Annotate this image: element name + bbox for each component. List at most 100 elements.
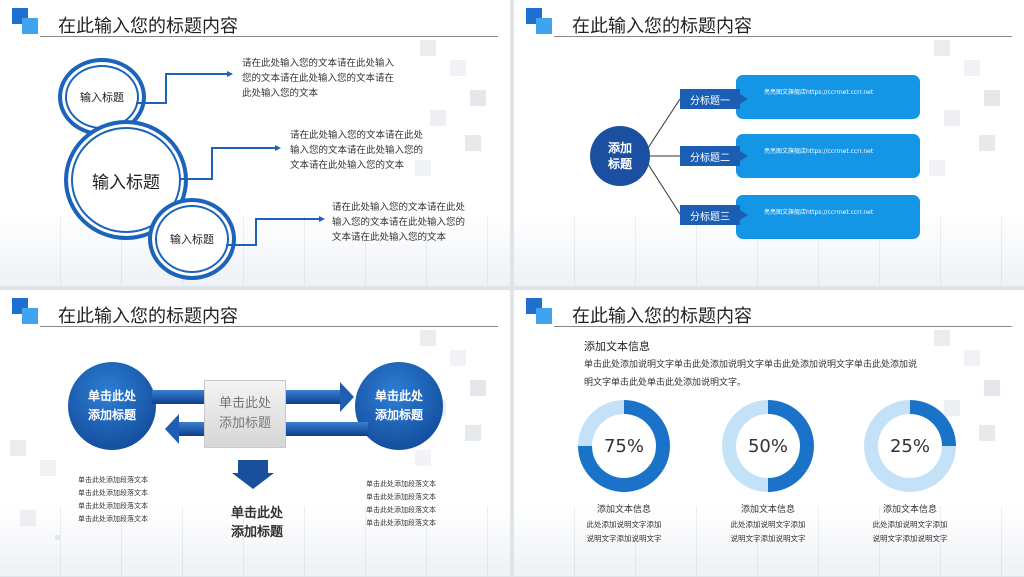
donut-chart-75[interactable]: 75% bbox=[578, 400, 670, 492]
connector-line bbox=[226, 244, 256, 246]
tile-decoration bbox=[0, 440, 60, 540]
tile-decoration bbox=[924, 40, 1014, 190]
subtitle-tag-1[interactable]: 分标题一 bbox=[680, 89, 748, 109]
text-block-1[interactable]: 请在此处输入您的文本请在此处输入 您的文本请在此处输入您的文本请在 此处输入您的… bbox=[242, 56, 394, 101]
slide-title[interactable]: 在此输入您的标题内容 bbox=[58, 306, 238, 327]
circle-line: 单击此处 bbox=[374, 389, 423, 403]
logo-icon bbox=[12, 8, 38, 34]
text-block-2[interactable]: 请在此处输入您的文本请在此处 输入您的文本请在此处输入您的 文本请在此处输入您的… bbox=[290, 128, 423, 173]
logo-icon bbox=[526, 298, 552, 324]
title-divider bbox=[554, 36, 1012, 37]
desc-line: 此处添加说明文字添加 bbox=[872, 520, 948, 529]
subtitle-tag-2[interactable]: 分标题二 bbox=[680, 146, 748, 166]
slide-3[interactable]: 在此输入您的标题内容 单击此处添加标题 单击此处添加标题 单击此处添加标题 单击… bbox=[0, 290, 510, 576]
right-paragraph-list[interactable]: 单击此处添加段落文本 单击此处添加段落文本 单击此处添加段落文本 单击此处添加段… bbox=[366, 478, 436, 530]
floor-decoration bbox=[0, 506, 510, 576]
list-item: 单击此处添加段落文本 bbox=[366, 519, 436, 527]
down-arrow-icon bbox=[232, 473, 274, 489]
donut-description[interactable]: 此处添加说明文字添加 说明文字添加说明文字 bbox=[703, 518, 833, 546]
title-divider bbox=[554, 326, 1012, 327]
donut-caption[interactable]: 添加文本信息 bbox=[740, 505, 795, 515]
bottom-title[interactable]: 单击此处 添加标题 bbox=[222, 504, 292, 542]
slide-2[interactable]: 在此输入您的标题内容 添加标题 亮亮图文旗舰店https://ccrrnet.c… bbox=[514, 0, 1024, 286]
circle-line: 添加标题 bbox=[374, 408, 423, 422]
box-line: 添加标题 bbox=[218, 416, 271, 431]
paragraph-line: 单击此处添加说明文字单击此处添加说明文字单击此处添加说明文字单击此处添加说 bbox=[584, 360, 918, 370]
desc-line: 说明文字添加说明文字 bbox=[872, 534, 948, 543]
right-title-circle[interactable]: 单击此处添加标题 bbox=[355, 362, 443, 450]
donut-chart-50[interactable]: 50% bbox=[722, 400, 814, 492]
info-box-3[interactable]: 亮亮图文旗舰店https://ccrrnet.ccrr.net bbox=[736, 195, 920, 239]
paragraph-line: 明文字单击此处单击此处添加说明文字。 bbox=[584, 378, 747, 388]
down-arrow-bar bbox=[238, 460, 268, 474]
left-title-circle[interactable]: 单击此处添加标题 bbox=[68, 362, 156, 450]
info-box-1[interactable]: 亮亮图文旗舰店https://ccrrnet.ccrr.net bbox=[736, 75, 920, 119]
circle-label: 输入标题 bbox=[170, 233, 214, 246]
connector-line bbox=[211, 147, 275, 149]
connector-line bbox=[647, 98, 681, 149]
center-title-line: 添加 bbox=[607, 141, 632, 155]
list-item: 单击此处添加段落文本 bbox=[366, 493, 436, 501]
text-line: 此处输入您的文本 bbox=[242, 88, 319, 99]
circle-line: 添加标题 bbox=[87, 408, 136, 422]
info-box-2[interactable]: 亮亮图文旗舰店https://ccrrnet.ccrr.net bbox=[736, 134, 920, 178]
donut-caption[interactable]: 添加文本信息 bbox=[882, 505, 937, 515]
text-line: 您的文本请在此处输入您的文本请在 bbox=[242, 73, 395, 84]
list-item: 单击此处添加段落文本 bbox=[78, 515, 148, 523]
text-line: 文本请在此处输入您的文本 bbox=[332, 232, 447, 243]
text-block-3[interactable]: 请在此处输入您的文本请在此处 输入您的文本请在此处输入您的 文本请在此处输入您的… bbox=[332, 200, 465, 245]
connector-line bbox=[647, 163, 681, 215]
slide-4[interactable]: 在此输入您的标题内容 添加文本信息 单击此处添加说明文字单击此处添加说明文字单击… bbox=[514, 290, 1024, 576]
info-box-text: 亮亮图文旗舰店https://ccrrnet.ccrr.net bbox=[764, 209, 874, 216]
list-item: 单击此处添加段落文本 bbox=[78, 476, 148, 484]
slide-title[interactable]: 在此输入您的标题内容 bbox=[58, 16, 238, 37]
logo-icon bbox=[526, 8, 552, 34]
donut-description[interactable]: 此处添加说明文字添加 说明文字添加说明文字 bbox=[559, 518, 689, 546]
text-line: 请在此处输入您的文本请在此处 bbox=[332, 202, 466, 213]
tag-label: 分标题三 bbox=[690, 211, 730, 223]
circle-line: 单击此处 bbox=[87, 389, 136, 403]
arrow-icon bbox=[319, 216, 325, 222]
tile-decoration bbox=[410, 40, 500, 190]
circle-label: 输入标题 bbox=[92, 172, 160, 193]
info-box-text: 亮亮图文旗舰店https://ccrrnet.ccrr.net bbox=[764, 148, 874, 155]
center-title-box[interactable]: 单击此处添加标题 bbox=[204, 380, 286, 448]
center-title-circle[interactable]: 添加标题 bbox=[590, 126, 650, 186]
donut-chart-25[interactable]: 25% bbox=[864, 400, 956, 492]
desc-line: 此处添加说明文字添加 bbox=[586, 520, 662, 529]
slide-title[interactable]: 在此输入您的标题内容 bbox=[572, 16, 752, 37]
tag-label: 分标题一 bbox=[690, 95, 730, 107]
desc-line: 此处添加说明文字添加 bbox=[730, 520, 806, 529]
list-item: 单击此处添加段落文本 bbox=[366, 480, 436, 488]
floor-decoration bbox=[514, 506, 1024, 576]
donut-value-label: 50% bbox=[747, 435, 788, 457]
connector-line bbox=[165, 73, 167, 104]
logo-icon bbox=[12, 298, 38, 324]
info-box-text: 亮亮图文旗舰店https://ccrrnet.ccrr.net bbox=[764, 89, 874, 96]
info-paragraph[interactable]: 单击此处添加说明文字单击此处添加说明文字单击此处添加说明文字单击此处添加说 明文… bbox=[584, 356, 984, 392]
circle-title-bottom[interactable]: 输入标题 bbox=[148, 198, 236, 280]
subtitle-tag-3[interactable]: 分标题三 bbox=[680, 205, 748, 225]
list-item: 单击此处添加段落文本 bbox=[366, 506, 436, 514]
list-item: 单击此处添加段落文本 bbox=[78, 502, 148, 510]
info-heading[interactable]: 添加文本信息 bbox=[584, 340, 650, 353]
text-line: 输入您的文本请在此处输入您的 bbox=[332, 217, 466, 228]
arrow-icon bbox=[227, 71, 233, 77]
floor-decoration bbox=[514, 216, 1024, 286]
text-line: 请在此处输入您的文本请在此处 bbox=[290, 130, 424, 141]
donut-description[interactable]: 此处添加说明文字添加 说明文字添加说明文字 bbox=[845, 518, 975, 546]
text-line: 文本请在此处输入您的文本 bbox=[290, 160, 405, 171]
slide-title[interactable]: 在此输入您的标题内容 bbox=[572, 306, 752, 327]
donut-caption[interactable]: 添加文本信息 bbox=[596, 505, 651, 515]
left-arrow-icon bbox=[165, 414, 179, 444]
title-divider bbox=[40, 326, 498, 327]
text-line: 请在此处输入您的文本请在此处输入 bbox=[242, 58, 395, 69]
list-item: 单击此处添加段落文本 bbox=[78, 489, 148, 497]
connector-line bbox=[180, 178, 212, 180]
bottom-title-line: 单击此处 bbox=[230, 506, 283, 521]
left-paragraph-list[interactable]: 单击此处添加段落文本 单击此处添加段落文本 单击此处添加段落文本 单击此处添加段… bbox=[78, 474, 148, 526]
slide-1[interactable]: 在此输入您的标题内容 输入标题 输入标题 输入标题 请在此处输入您的文本请在此处… bbox=[0, 0, 510, 286]
connector-lines bbox=[647, 98, 681, 215]
connector-line bbox=[255, 218, 319, 220]
connector-line bbox=[211, 147, 213, 180]
